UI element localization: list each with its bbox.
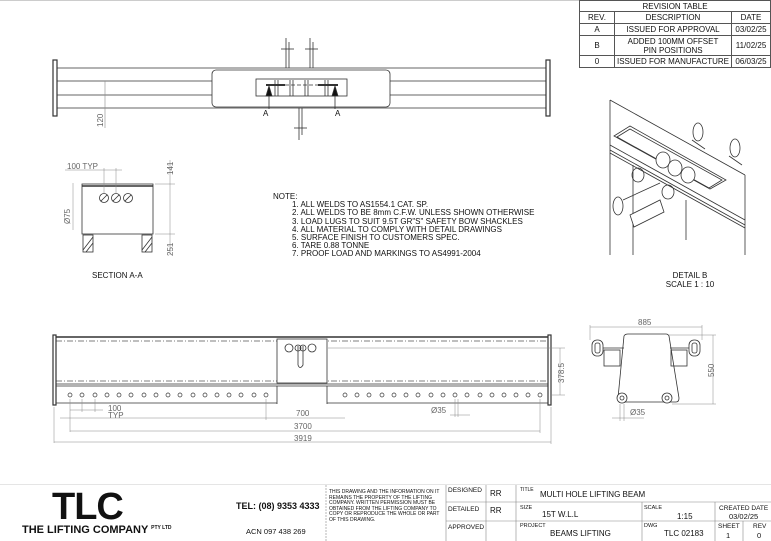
designed-value: RR: [490, 489, 502, 498]
revision-rev: B: [579, 35, 615, 56]
company-logo: TLC: [52, 486, 124, 528]
note-item: 5. SURFACE FINISH TO CUSTOMERS SPEC.: [292, 233, 460, 243]
approved-label: APPROVED: [448, 524, 485, 531]
dim-top-height: 120: [96, 113, 105, 127]
detailed-value: RR: [490, 506, 502, 515]
note-item: 7. PROOF LOAD AND MARKINGS TO AS4991-200…: [292, 249, 481, 259]
side-view-beam: [52, 334, 565, 444]
dim-side-3700: 3700: [294, 422, 312, 431]
rev-header: REV.: [579, 11, 615, 24]
revision-row: A ISSUED FOR APPROVAL 03/02/25: [579, 23, 771, 36]
designed-label: DESIGNED: [448, 487, 482, 494]
dim-side-pitch-typ: TYP: [108, 411, 124, 420]
notes-heading: NOTE:: [273, 192, 298, 201]
title-label: TITLE: [520, 487, 534, 493]
dim-side-height: 378.5: [557, 362, 566, 383]
dim-side-hole: Ø35: [431, 406, 447, 415]
drawing-title: MULTI HOLE LIFTING BEAM: [540, 490, 646, 499]
project-value: BEAMS LIFTING: [550, 529, 611, 538]
note-item: 2. ALL WELDS TO BE 8mm C.F.W. UNLESS SHO…: [292, 208, 535, 218]
revision-description: ISSUED FOR APPROVAL: [614, 23, 732, 36]
company-acn: ACN 097 438 269: [246, 527, 306, 536]
top-view-beam: [52, 38, 551, 140]
sheet-value: 1: [726, 531, 731, 540]
dim-side-pitch: 100: [108, 404, 122, 413]
scale-value: 1:15: [677, 512, 693, 521]
note-item: 1. ALL WELDS TO AS1554.1 CAT. SP.: [292, 200, 429, 210]
company-name-text: THE LIFTING COMPANY: [22, 524, 149, 536]
revision-table: REVISION TABLE REV. DESCRIPTION DATE A I…: [579, 0, 771, 68]
section-aa-label: SECTION A-A: [92, 271, 143, 280]
size-label: SIZE: [520, 505, 533, 511]
dim-section-top: 141: [166, 161, 175, 175]
description-header: DESCRIPTION: [614, 11, 732, 24]
dim-section-pitch: 100 TYP: [67, 162, 98, 171]
scale-label: SCALE: [644, 505, 663, 511]
company-tel: TEL: (08) 9353 4333: [236, 501, 320, 511]
dim-end-height: 550: [707, 363, 716, 377]
revision-row: B ADDED 100MM OFFSET PIN POSITIONS 11/02…: [579, 35, 771, 56]
revision-description: ADDED 100MM OFFSET PIN POSITIONS: [614, 35, 732, 56]
date-header: DATE: [731, 11, 771, 24]
detail-b-label: DETAIL B: [672, 271, 708, 280]
revision-rev: A: [579, 23, 615, 36]
company-suffix: PTY LTD: [151, 525, 172, 531]
dim-side-3919: 3919: [294, 434, 312, 443]
project-label: PROJECT: [520, 523, 546, 529]
revision-row: 0 ISSUED FOR MANUFACTURE 06/03/25: [579, 55, 771, 68]
rev-label: REV: [753, 523, 767, 530]
dim-end-width: 885: [638, 318, 652, 327]
end-view: [589, 325, 716, 421]
title-block-grid: [0, 484, 771, 541]
company-name: THE LIFTING COMPANY PTY LTD: [22, 524, 172, 536]
detail-b-scale: SCALE 1 : 10: [665, 280, 715, 289]
revision-date: 03/02/25: [731, 23, 771, 36]
section-aa-view: [65, 160, 175, 255]
revision-table-title: REVISION TABLE: [579, 0, 771, 12]
notes-block: NOTE: 1. ALL WELDS TO AS1554.1 CAT. SP. …: [273, 192, 535, 259]
created-date-value: 03/02/25: [729, 512, 759, 521]
dim-side-700: 700: [296, 409, 310, 418]
section-marker-right: A: [335, 109, 341, 118]
size-value: 15T W.L.L: [542, 510, 579, 519]
revision-date: 11/02/25: [731, 35, 771, 56]
detailed-label: DETAILED: [448, 506, 480, 513]
dim-end-hole: Ø35: [630, 408, 646, 417]
dim-section-bottom: 251: [166, 242, 175, 256]
section-marker-left: A: [263, 109, 269, 118]
detail-b-view: [609, 99, 746, 255]
rev-value: 0: [757, 531, 762, 540]
created-date-label: CREATED DATE: [719, 505, 769, 512]
sheet-label: SHEET: [718, 523, 740, 530]
note-item: 6. TARE 0.88 TONNE: [292, 241, 370, 251]
revision-description: ISSUED FOR MANUFACTURE: [614, 55, 732, 68]
dwg-value: TLC 02183: [664, 529, 704, 538]
legal-notice: THIS DRAWING AND THE INFORMATION ON IT R…: [329, 489, 440, 523]
note-item: 4. ALL MATERIAL TO COMPLY WITH DETAIL DR…: [292, 224, 502, 234]
revision-date: 06/03/25: [731, 55, 771, 68]
revision-rev: 0: [579, 55, 615, 68]
dim-section-dia: Ø75: [63, 208, 72, 224]
note-item: 3. LOAD LUGS TO SUIT 9.5T GR"S" SAFETY B…: [292, 216, 523, 226]
dwg-label: DWG: [644, 523, 658, 529]
